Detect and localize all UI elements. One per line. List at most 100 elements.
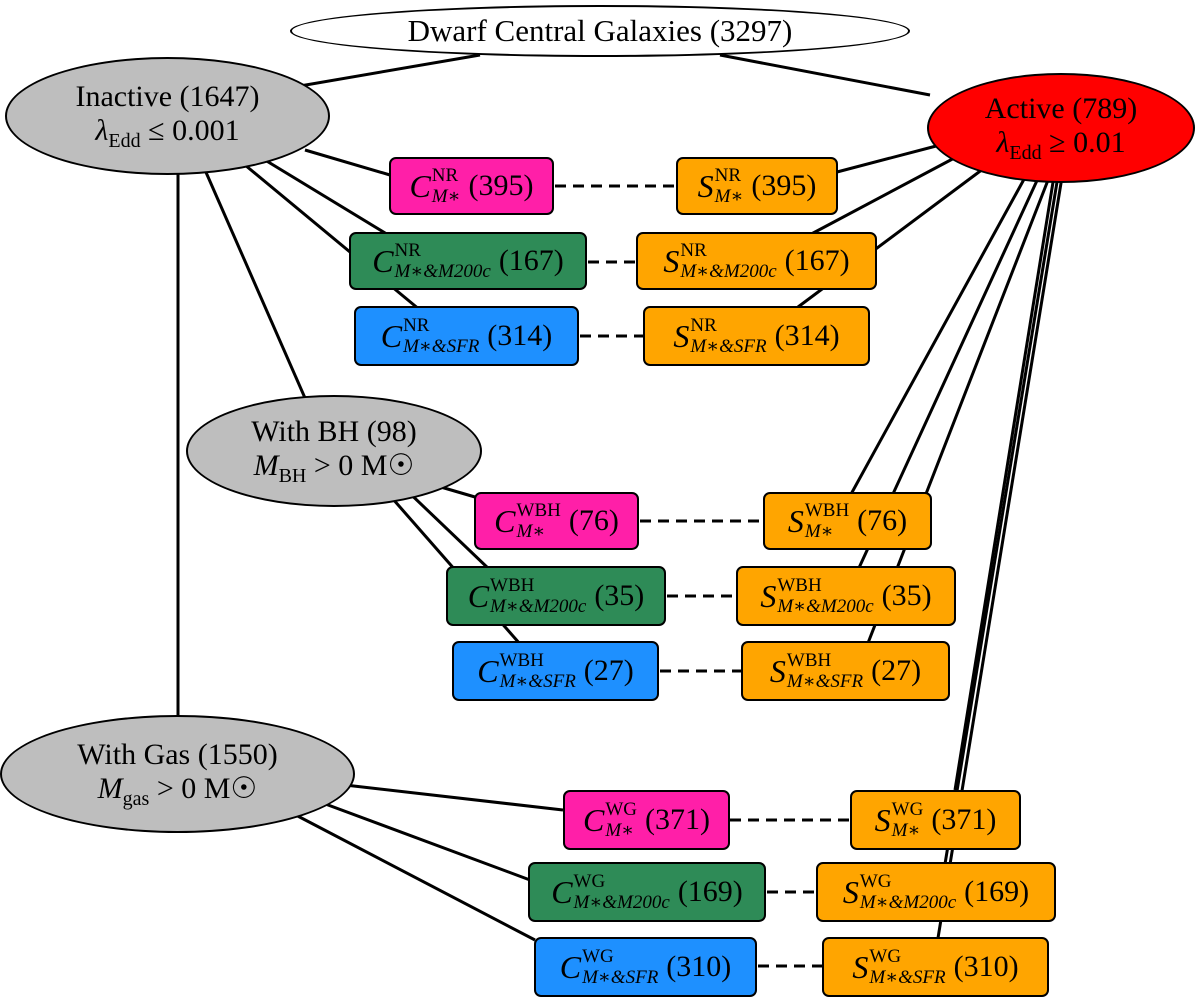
sample-superscript: NR — [403, 315, 430, 336]
sample-letter: C — [494, 502, 516, 539]
inactive-condition: λEdd ≤ 0.001 — [95, 113, 240, 152]
sample-superscript: NR — [431, 165, 459, 186]
sample-letter: S — [673, 317, 690, 354]
sample-superscript: WG — [869, 946, 902, 967]
root-node: Dwarf Central Galaxies (3297) — [290, 5, 910, 57]
sample-subscript: M∗&SFR — [582, 967, 659, 988]
sample-superscript: WG — [891, 799, 924, 820]
sample-count: (310) — [953, 950, 1019, 983]
edge-active-s-nr-ms — [836, 143, 941, 174]
sample-letter: S — [769, 652, 786, 689]
sample-superscript: WG — [859, 871, 892, 892]
sample-letter: C — [467, 577, 490, 614]
sample-superscript: WBH — [777, 575, 822, 596]
edge-active-s-wbh-sfr — [866, 174, 1052, 644]
sample-superscript: NR — [394, 240, 421, 261]
sample-superscript: WBH — [516, 500, 561, 521]
edge-root-active — [719, 53, 931, 97]
root-label: Dwarf Central Galaxies (3297) — [407, 12, 793, 48]
sample-letter: C — [477, 652, 499, 689]
with-bh-node: With BH (98) MBH > 0 M☉ — [186, 395, 482, 507]
edge-inactive-withbh — [203, 169, 307, 399]
inactive-node: Inactive (1647) λEdd ≤ 0.001 — [5, 57, 330, 175]
sample-count: (310) — [666, 950, 732, 983]
edge-active-s-wbh-ms — [848, 171, 1030, 497]
edge-withgas-c-wg-msm — [319, 800, 531, 882]
sample-count: (395) — [751, 169, 817, 202]
edge-inactive-c-nr-msm — [264, 158, 391, 238]
sample-superscript: WBH — [786, 650, 832, 671]
sample-letter: C — [380, 317, 403, 354]
active-node: Active (789) λEdd ≥ 0.01 — [927, 73, 1195, 183]
sample-subscript: M∗&M200c — [394, 261, 491, 282]
edge-active-s-wg-ms — [953, 175, 1056, 791]
sample-letter: S — [874, 801, 891, 838]
sample-subscript: M∗ — [431, 186, 461, 207]
sample-count: (169) — [677, 875, 743, 908]
sample-letter: C — [372, 242, 394, 279]
with-gas-node: With Gas (1550) Mgas > 0 M☉ — [0, 715, 355, 833]
sample-count: (35) — [881, 579, 932, 612]
sample-superscript: WBH — [490, 575, 535, 596]
sample-letter: C — [409, 167, 431, 204]
sample-count: (27) — [871, 654, 922, 687]
sample-superscript: WG — [605, 799, 637, 820]
sample-count: (371) — [645, 803, 710, 836]
with-bh-condition: MBH > 0 M☉ — [253, 448, 415, 487]
sample-subscript: M∗&SFR — [499, 671, 576, 692]
sample-subscript: M∗&SFR — [690, 336, 767, 357]
edge-withbh-c-wbh-msm — [398, 482, 492, 572]
sample-count: (167) — [784, 244, 850, 277]
active-label: Active (789) — [984, 92, 1138, 125]
sample-count: (314) — [774, 319, 840, 352]
sample-superscript: NR — [714, 165, 742, 186]
sample-subscript: M∗&M200c — [777, 596, 874, 617]
sample-letter: S — [852, 948, 869, 985]
sample-count: (27) — [583, 654, 634, 687]
sample-subscript: M∗&M200c — [680, 261, 777, 282]
with-gas-condition: Mgas > 0 M☉ — [97, 771, 258, 810]
edge-withgas-c-wg-ms — [344, 783, 564, 812]
sample-letter: C — [551, 873, 573, 910]
sample-count: (395) — [468, 169, 534, 202]
sample-subscript: M∗&M200c — [859, 892, 957, 913]
sample-subscript: M∗ — [516, 521, 546, 542]
sample-superscript: NR — [690, 315, 717, 336]
sample-superscript: WBH — [499, 650, 544, 671]
sample-letter: S — [760, 577, 777, 614]
sample-subscript: M∗ — [605, 820, 635, 841]
sample-superscript: WBH — [804, 500, 850, 521]
sample-letter: S — [663, 242, 680, 279]
sample-count: (169) — [964, 875, 1030, 908]
sample-letter: S — [787, 502, 804, 539]
inactive-label: Inactive (1647) — [75, 80, 260, 113]
sample-letter: S — [842, 873, 859, 910]
sample-count: (76) — [857, 504, 908, 537]
